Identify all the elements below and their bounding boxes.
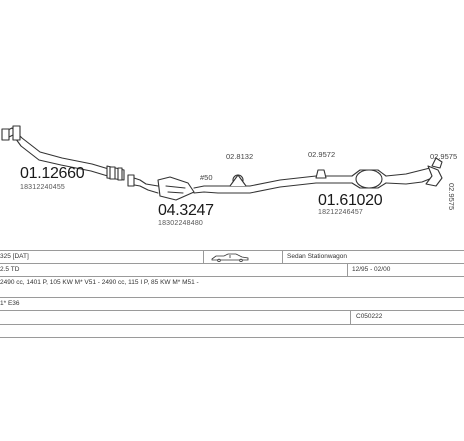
rear-box-part-number[interactable]: 01.61020: [318, 192, 383, 209]
table-divider: [282, 250, 283, 263]
table-divider: [350, 310, 351, 324]
table-rule: [0, 310, 464, 311]
table-rule: [0, 297, 464, 298]
specs-cell: 2490 cc, 1401 P, 105 KW M* V51 - 2490 cc…: [0, 279, 199, 286]
car-silhouette-icon: [211, 253, 249, 262]
clamp-b-part-number[interactable]: 02.9572: [308, 150, 336, 159]
catalyst-label: #50: [200, 173, 213, 182]
front-pipe-oem-number: 18312240455: [20, 184, 66, 191]
catalyst-oem-number: 18302248480: [158, 220, 204, 227]
front-pipe-drawing: [1, 125, 125, 181]
model-cell: 325 [DAT]: [0, 253, 29, 260]
date-range-cell: 12/95 - 02/00: [352, 266, 391, 273]
front-pipe-part-number[interactable]: 01.12660: [20, 165, 85, 182]
table-divider: [347, 263, 348, 276]
table-rule: [0, 337, 464, 338]
tail-clamp-part-number[interactable]: 02.9575: [447, 183, 456, 211]
table-divider: [203, 250, 204, 263]
engine-cell: 2.5 TD: [0, 266, 20, 273]
clamp-a-part-number[interactable]: 02.8132: [226, 152, 254, 161]
catalyst-part-number[interactable]: 04.3247: [158, 202, 214, 219]
code-cell: C050222: [356, 313, 383, 320]
rear-silencer-drawing: [351, 157, 443, 189]
table-rule: [0, 324, 464, 325]
table-rule: [0, 250, 464, 251]
middle-pipe-drawing: [217, 169, 353, 194]
body-type-cell: Sedan Stationwagon: [287, 253, 347, 260]
table-rule: [0, 263, 464, 264]
chassis-cell: 1* E36: [0, 300, 20, 307]
catalyst-drawing: [127, 174, 219, 201]
hanger-part-number[interactable]: 02.9575: [430, 152, 458, 161]
rear-box-oem-number: 18212246457: [318, 209, 364, 216]
table-rule: [0, 276, 464, 277]
